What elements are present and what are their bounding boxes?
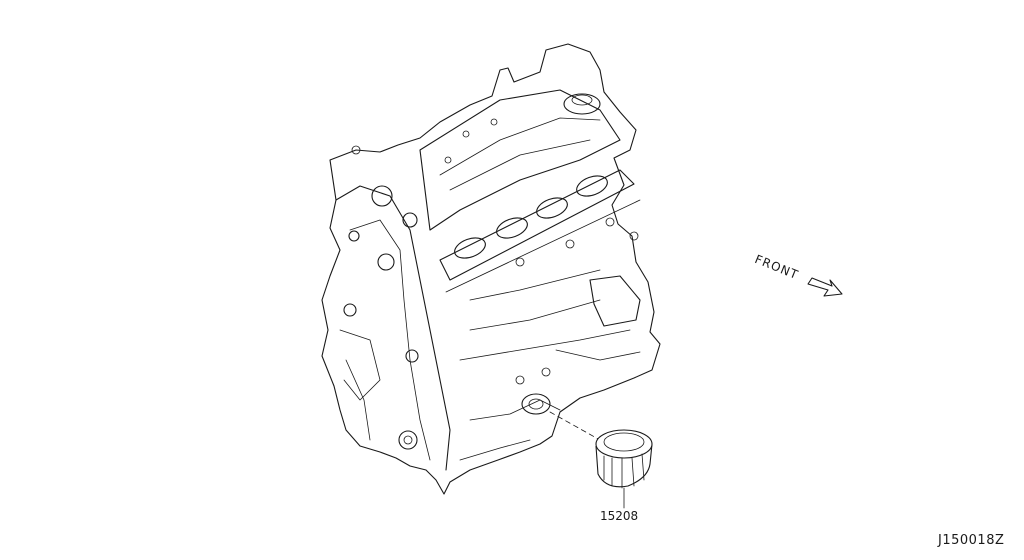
engine-assembly-drawing[interactable] [321,43,661,495]
diagram-code-label: J150018Z [938,533,1005,548]
oil-filter-drawing[interactable] [595,429,653,509]
front-direction-arrow-icon [807,277,843,297]
leader-line [549,411,601,441]
part-number-label[interactable]: 15208 [600,509,639,523]
